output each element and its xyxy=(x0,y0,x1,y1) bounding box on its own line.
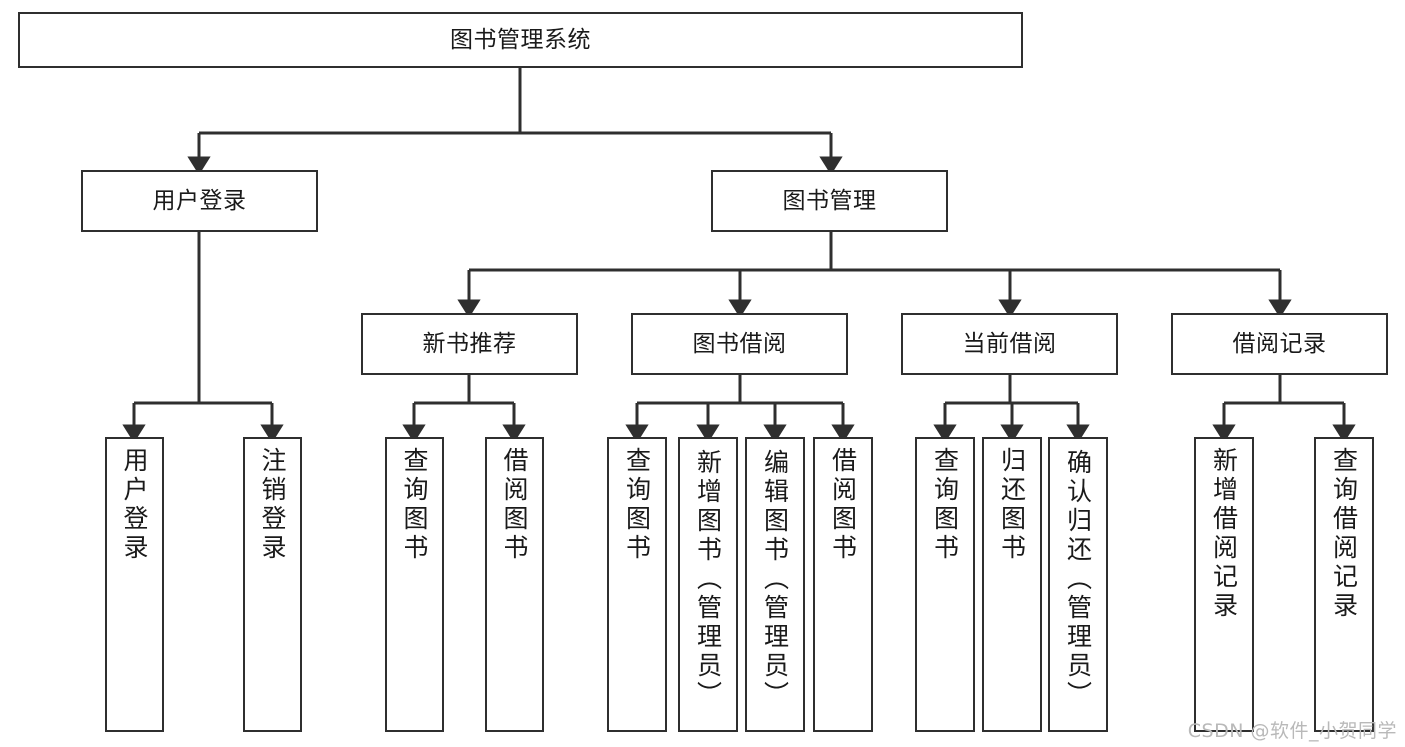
leaf-label: 用户登录 xyxy=(120,447,149,563)
leaf-label: 注销登录 xyxy=(258,447,287,563)
node-user-login[interactable]: 用户登录 xyxy=(81,170,318,232)
leaf-current-borrow-query[interactable]: 查询图书 xyxy=(915,437,975,732)
leaf-label: 新增借阅记录 xyxy=(1209,447,1239,621)
node-root[interactable]: 图书管理系统 xyxy=(18,12,1023,68)
node-current-borrow-label: 当前借阅 xyxy=(962,330,1057,357)
leaf-label: 借阅图书 xyxy=(828,447,858,563)
leaf-book-borrow-edit[interactable]: 编辑图书（管理员） xyxy=(745,437,805,732)
leaf-label: 查询借阅记录 xyxy=(1329,447,1359,621)
node-borrow-record-label: 借阅记录 xyxy=(1232,330,1327,357)
node-root-label: 图书管理系统 xyxy=(450,26,591,53)
leaf-new-book-borrow[interactable]: 借阅图书 xyxy=(485,437,544,732)
leaf-label: 新增图书（管理员） xyxy=(693,449,723,710)
node-book-management[interactable]: 图书管理 xyxy=(711,170,948,232)
leaf-label: 查询图书 xyxy=(622,447,652,563)
leaf-current-borrow-confirm[interactable]: 确认归还（管理员） xyxy=(1048,437,1108,732)
leaf-current-borrow-return[interactable]: 归还图书 xyxy=(982,437,1042,732)
node-book-borrow[interactable]: 图书借阅 xyxy=(631,313,848,375)
node-user-login-label: 用户登录 xyxy=(152,187,247,214)
node-book-management-label: 图书管理 xyxy=(782,187,877,214)
leaf-new-book-query[interactable]: 查询图书 xyxy=(385,437,444,732)
leaf-borrow-record-query[interactable]: 查询借阅记录 xyxy=(1314,437,1374,732)
leaf-label: 编辑图书（管理员） xyxy=(760,449,790,710)
leaf-label: 借阅图书 xyxy=(500,447,529,563)
leaf-user-login-signout[interactable]: 注销登录 xyxy=(243,437,302,732)
leaf-label: 归还图书 xyxy=(997,447,1027,563)
node-book-borrow-label: 图书借阅 xyxy=(692,330,787,357)
leaf-book-borrow-query[interactable]: 查询图书 xyxy=(607,437,667,732)
leaf-label: 查询图书 xyxy=(400,447,429,563)
leaf-label: 确认归还（管理员） xyxy=(1063,449,1093,710)
leaf-user-login-signin[interactable]: 用户登录 xyxy=(105,437,164,732)
node-borrow-record[interactable]: 借阅记录 xyxy=(1171,313,1388,375)
leaf-book-borrow-lend[interactable]: 借阅图书 xyxy=(813,437,873,732)
node-new-book-recommend-label: 新书推荐 xyxy=(422,330,517,357)
leaf-borrow-record-add[interactable]: 新增借阅记录 xyxy=(1194,437,1254,732)
csdn-watermark: CSDN @软件_小贺同学 xyxy=(1187,720,1397,742)
node-new-book-recommend[interactable]: 新书推荐 xyxy=(361,313,578,375)
leaf-book-borrow-add[interactable]: 新增图书（管理员） xyxy=(678,437,738,732)
leaf-label: 查询图书 xyxy=(930,447,960,563)
node-current-borrow[interactable]: 当前借阅 xyxy=(901,313,1118,375)
